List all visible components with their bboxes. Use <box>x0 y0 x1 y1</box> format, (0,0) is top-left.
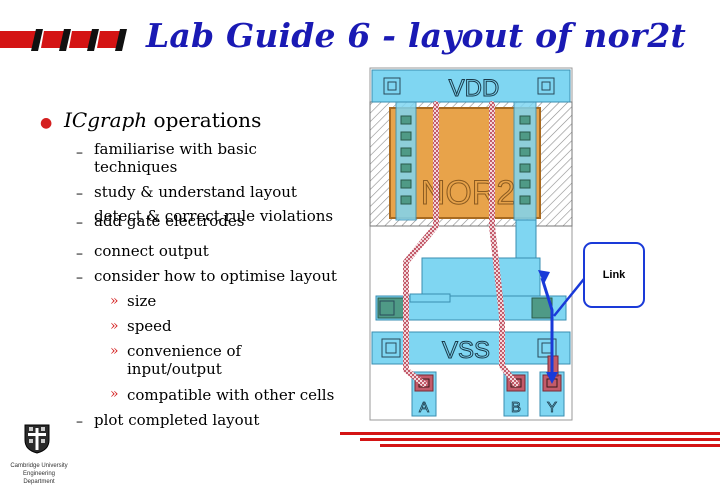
contact <box>383 77 401 95</box>
port-a-label: A <box>419 399 429 416</box>
slide-title: Lab Guide 6 - layout of nor2t <box>146 16 686 55</box>
contact <box>381 338 401 358</box>
port-b-label: B <box>511 399 521 416</box>
subitem-optimise: consider how to optimise layout <box>94 267 337 285</box>
university-crest-icon <box>24 424 50 454</box>
link-arrow-down <box>546 372 558 384</box>
raquo-marker: » <box>110 343 119 359</box>
contact <box>537 338 557 358</box>
subitem-detect: detect & correct rule violations <box>94 207 334 225</box>
university-label: Cambridge University Engineering Departm… <box>10 462 68 486</box>
optimise-convenience: convenience of input/output <box>127 342 242 378</box>
optimise-speed: speed <box>127 317 172 335</box>
logo-stripes <box>0 29 127 51</box>
optimise-compatible: compatible with other cells <box>127 386 335 404</box>
subitem-familiarise: familiarise with basic techniques <box>94 140 257 176</box>
dash-marker: – <box>76 414 83 430</box>
link-pointer <box>553 273 589 317</box>
university-line-2: Engineering Department <box>22 471 56 485</box>
main-bullet-rest: operations <box>147 108 262 132</box>
dash-marker: – <box>76 215 83 231</box>
port-y-label: Y <box>547 399 557 416</box>
subitem-study: study & understand layout <box>94 183 297 201</box>
raquo-marker: » <box>110 318 119 334</box>
footer-rules <box>340 432 720 447</box>
subitem-plot: plot completed layout <box>94 411 260 429</box>
link-label: Link <box>602 269 626 281</box>
vdd-label: VDD <box>449 75 500 102</box>
bullet-marker: ● <box>40 115 53 131</box>
main-bullet-italic: ICgraph <box>64 108 148 132</box>
contact <box>537 77 555 95</box>
link-line <box>540 277 554 372</box>
dash-marker: – <box>76 246 83 262</box>
dash-marker: – <box>76 270 83 286</box>
link-callout: Link <box>583 242 645 308</box>
link-arrow-up <box>538 270 550 284</box>
nor2-layout-diagram: VDD NOR2 VSS A B Y <box>369 67 573 421</box>
subitem-connect: connect output <box>94 242 209 260</box>
optimise-size: size <box>127 292 157 310</box>
main-bullet: ICgraph operations <box>64 108 261 132</box>
poly-gate-a <box>403 101 439 387</box>
vss-label: VSS <box>442 337 490 364</box>
raquo-marker: » <box>110 386 119 402</box>
vdd-rail <box>371 69 571 103</box>
dash-marker: – <box>76 186 83 202</box>
poly-gate-b <box>489 101 519 387</box>
subitem-add-gate: add gate electrodes <box>94 212 245 230</box>
dash-marker: – <box>76 145 83 161</box>
university-line-1: Cambridge University <box>10 463 68 469</box>
raquo-marker: » <box>110 293 119 309</box>
